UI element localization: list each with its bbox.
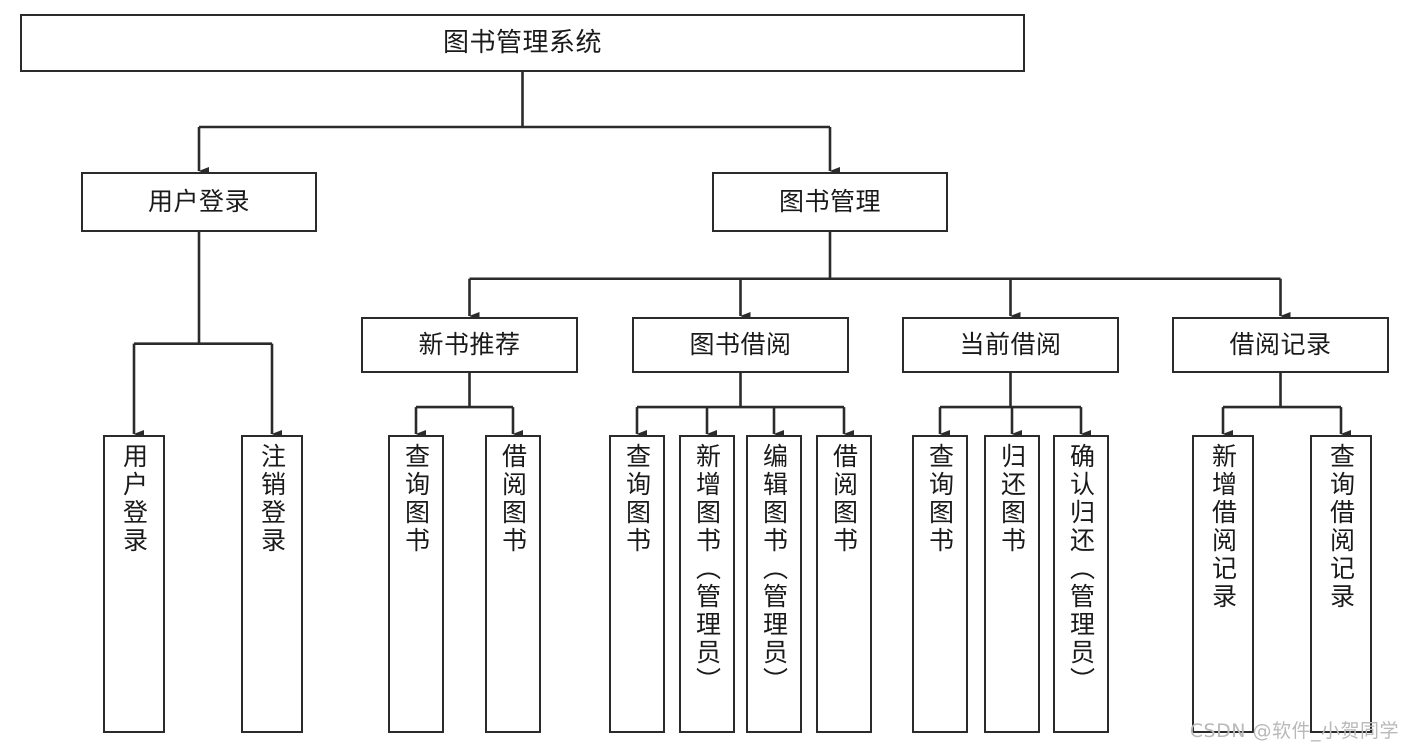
leaf-query-borrow-record[interactable]: 查询借阅记录 <box>1310 435 1372 733</box>
node-borrowing-records[interactable]: 借阅记录 <box>1172 317 1389 373</box>
node-label: 借阅图书 <box>829 443 859 555</box>
node-label: 借阅记录 <box>1229 330 1332 360</box>
node-label: 归还图书 <box>997 443 1027 555</box>
leaf-query-book-recommendation[interactable]: 查询图书 <box>388 435 444 733</box>
leaf-query-book-current[interactable]: 查询图书 <box>912 435 968 733</box>
node-label: 用户登录 <box>147 187 250 217</box>
leaf-borrow-book-recommendation[interactable]: 借阅图书 <box>485 435 541 733</box>
node-current-borrowing[interactable]: 当前借阅 <box>902 317 1119 373</box>
node-label: 图书管理 <box>778 187 881 217</box>
node-label: 编辑图书（管理员） <box>759 443 789 695</box>
leaf-edit-book-admin[interactable]: 编辑图书（管理员） <box>746 435 802 733</box>
node-label: 新增借阅记录 <box>1208 443 1238 611</box>
node-label: 当前借阅 <box>959 330 1062 360</box>
node-label: 借阅图书 <box>498 443 528 555</box>
node-label: 确认归还（管理员） <box>1066 443 1096 695</box>
node-book-management[interactable]: 图书管理 <box>712 172 948 232</box>
leaf-return-book[interactable]: 归还图书 <box>984 435 1040 733</box>
leaf-add-borrow-record[interactable]: 新增借阅记录 <box>1192 435 1254 733</box>
node-label: 查询图书 <box>622 443 652 555</box>
leaf-confirm-return-admin[interactable]: 确认归还（管理员） <box>1053 435 1109 733</box>
node-label: 新增图书（管理员） <box>692 443 722 695</box>
node-label: 用户登录 <box>119 443 149 555</box>
watermark-text: CSDN @软件_小贺同学 <box>1189 720 1399 742</box>
node-root-book-management-system[interactable]: 图书管理系统 <box>20 14 1025 72</box>
node-label: 图书管理系统 <box>442 27 602 58</box>
leaf-logout[interactable]: 注销登录 <box>241 435 303 733</box>
node-label: 查询图书 <box>401 443 431 555</box>
node-label: 新书推荐 <box>418 330 521 360</box>
leaf-borrow-book-borrowing[interactable]: 借阅图书 <box>816 435 872 733</box>
node-new-book-recommendation[interactable]: 新书推荐 <box>361 317 578 373</box>
node-label: 注销登录 <box>257 443 287 555</box>
leaf-user-login[interactable]: 用户登录 <box>103 435 165 733</box>
node-label: 查询图书 <box>925 443 955 555</box>
node-user-login[interactable]: 用户登录 <box>81 172 317 232</box>
node-label: 查询借阅记录 <box>1326 443 1356 611</box>
node-book-borrowing[interactable]: 图书借阅 <box>632 317 849 373</box>
node-label: 图书借阅 <box>689 330 792 360</box>
leaf-add-book-admin[interactable]: 新增图书（管理员） <box>679 435 735 733</box>
leaf-query-book-borrowing[interactable]: 查询图书 <box>609 435 665 733</box>
